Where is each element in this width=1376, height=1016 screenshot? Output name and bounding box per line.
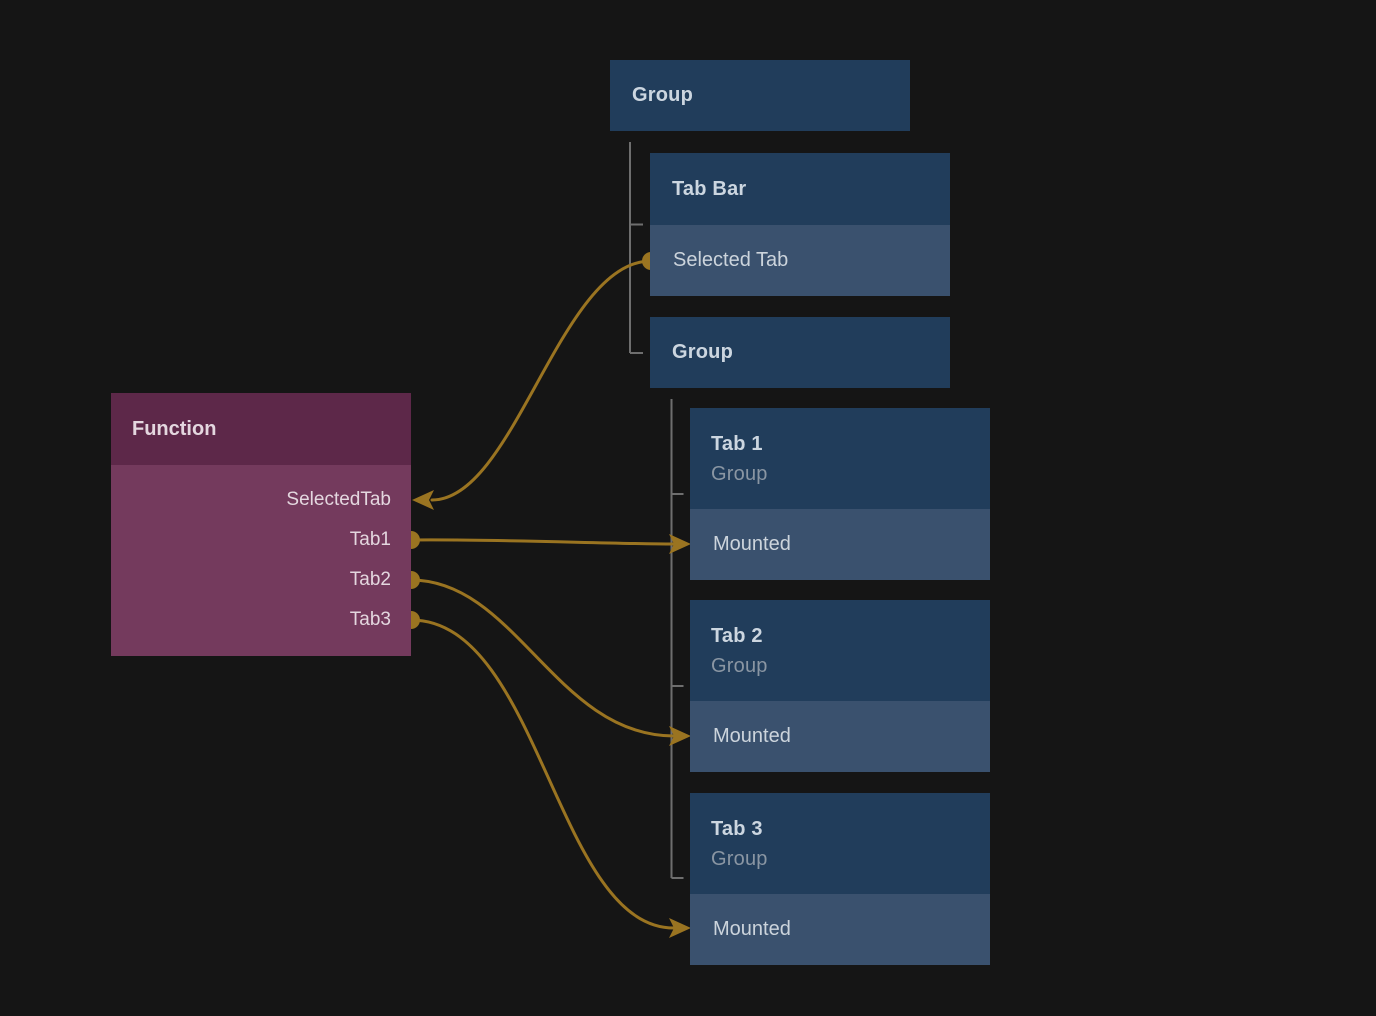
port-label: Tab2 [349, 569, 391, 590]
port-label: Tab3 [349, 609, 391, 630]
node-tab-bar[interactable]: Tab Bar Selected Tab [650, 153, 950, 296]
node-group-child[interactable]: Group [650, 317, 950, 388]
node-title-bar: Tab 3 Group [690, 793, 990, 894]
node-title-bar: Function [111, 393, 411, 465]
port-selectedtab[interactable]: SelectedTab [111, 480, 411, 520]
hierarchy-line-child-group [670, 399, 684, 879]
node-title: Tab 3 [711, 817, 763, 840]
connection-selectedtab[interactable] [412, 252, 660, 510]
node-subtitle: Group [711, 847, 768, 870]
port-tab2[interactable]: Tab2 [111, 560, 411, 600]
node-tab-3[interactable]: Tab 3 Group Mounted [690, 793, 990, 965]
node-title: Group [632, 84, 693, 106]
port-label: Mounted [713, 725, 791, 747]
port-label: Tab1 [349, 529, 391, 550]
node-function[interactable]: Function SelectedTab Tab1 Tab2 Tab3 [111, 393, 411, 656]
connection-tab3[interactable] [402, 611, 691, 938]
node-subtitle: Group [711, 462, 768, 485]
port-tab3[interactable]: Tab3 [111, 600, 411, 640]
node-tab-2[interactable]: Tab 2 Group Mounted [690, 600, 990, 772]
node-group-parent[interactable]: Group [610, 60, 910, 131]
port-label: Mounted [713, 533, 791, 555]
node-title: Tab Bar [672, 177, 747, 200]
port-row-selected-tab[interactable]: Selected Tab [650, 225, 950, 296]
port-row-mounted[interactable]: Mounted [690, 894, 990, 965]
port-label: Selected Tab [673, 249, 789, 271]
connection-tab2[interactable] [402, 571, 691, 746]
node-tab-1[interactable]: Tab 1 Group Mounted [690, 408, 990, 580]
node-title-bar: Tab 2 Group [690, 600, 990, 701]
port-tab1[interactable]: Tab1 [111, 520, 411, 560]
node-title-bar: Group [650, 317, 950, 388]
node-title: Tab 2 [711, 624, 763, 647]
hierarchy-line-parent-group [629, 142, 643, 354]
node-title: Group [672, 341, 733, 363]
node-title: Tab 1 [711, 432, 763, 455]
port-row-mounted[interactable]: Mounted [690, 509, 990, 580]
port-row-mounted[interactable]: Mounted [690, 701, 990, 772]
node-subtitle: Group [711, 654, 768, 677]
node-title-bar: Tab Bar [650, 153, 950, 225]
port-label: Mounted [713, 918, 791, 940]
node-title-bar: Tab 1 Group [690, 408, 990, 509]
connection-tab1[interactable] [402, 531, 691, 554]
node-title-bar: Group [610, 60, 910, 131]
node-title: Function [132, 417, 217, 440]
node-body: SelectedTab Tab1 Tab2 Tab3 [111, 465, 411, 656]
port-label: SelectedTab [286, 489, 391, 510]
